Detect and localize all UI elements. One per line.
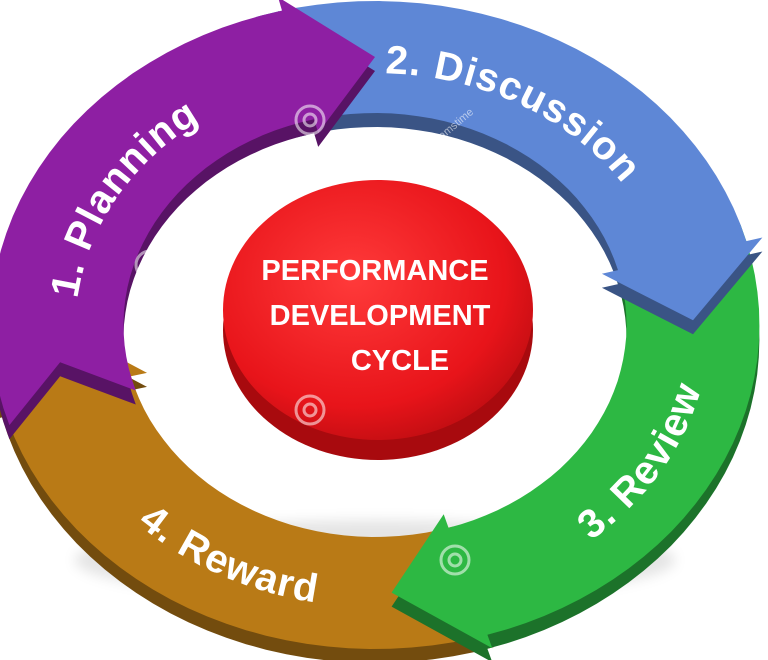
center-disc: PERFORMANCE DEVELOPMENT CYCLE	[223, 180, 533, 460]
center-title-line-1: PERFORMANCE	[261, 255, 488, 287]
stage-arrow-review	[391, 224, 760, 660]
stage-arrow-reward	[0, 325, 494, 660]
discussion-arrow	[256, 1, 763, 321]
review-arrow	[391, 224, 760, 649]
stage-arrow-planning	[0, 0, 375, 440]
planning-arrow	[0, 0, 375, 426]
stage-arrow-discussion	[256, 1, 763, 335]
center-disc-top	[223, 180, 533, 440]
reward-arrow	[0, 325, 494, 649]
center-title-line-2: DEVELOPMENT	[270, 300, 491, 332]
center-title-line-3: CYCLE	[351, 345, 449, 377]
